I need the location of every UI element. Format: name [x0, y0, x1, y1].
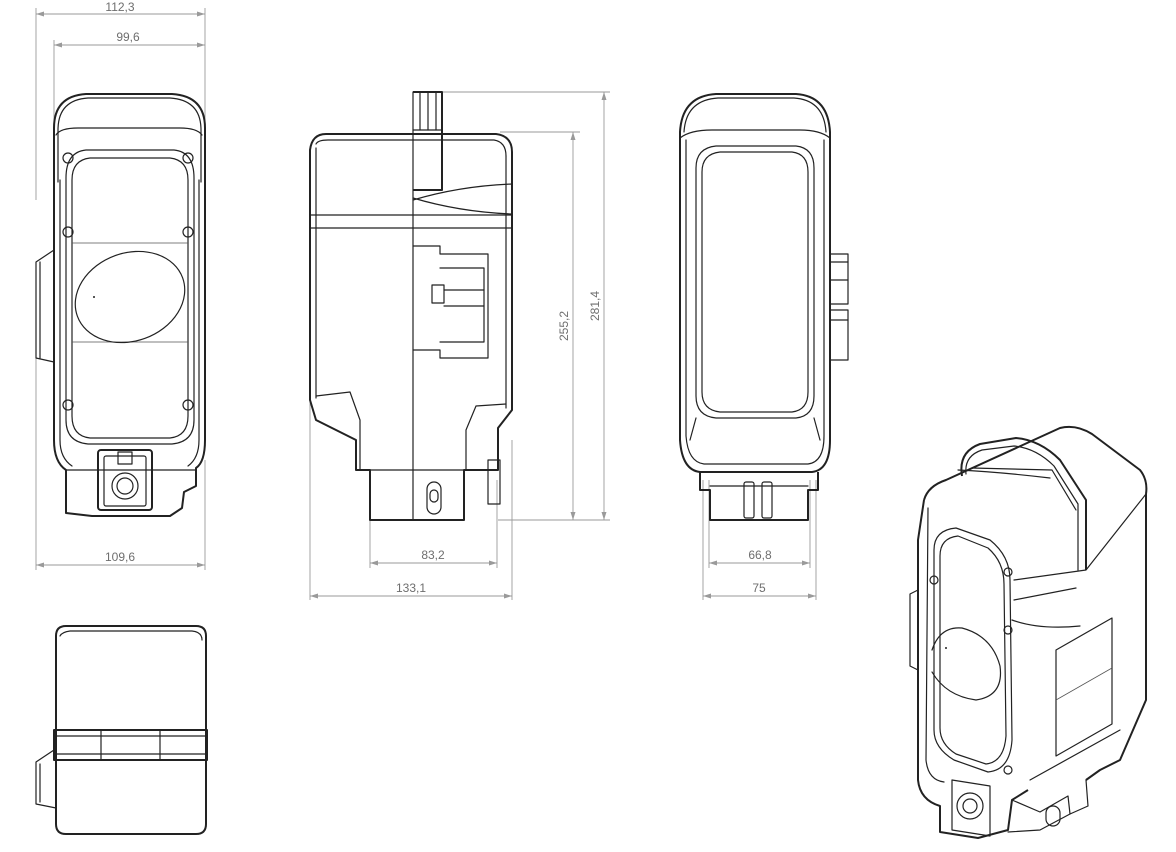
- front-dimension-base-width: 109,6: [35, 350, 206, 570]
- rear-dimension-bottom-width-label: 66,8: [748, 548, 772, 562]
- front-dimension-base-width-label: 109,6: [105, 550, 135, 564]
- side-dimension-height-overall-label: 281,4: [588, 291, 602, 321]
- side-dimension-bottom-width-label: 83,2: [421, 548, 445, 562]
- front-dimension-inner-width-label: 99,6: [116, 30, 140, 44]
- rear-dimension-overall-width: 75: [702, 480, 817, 600]
- top-view: [35, 625, 208, 835]
- side-dimension-overall-depth: 133,1: [309, 360, 513, 600]
- rear-dimension-bottom-width: 66,8: [708, 480, 811, 568]
- front-dimension-inner-width: 99,6: [53, 30, 205, 130]
- front-dimension-overall-width: 112,3: [35, 0, 206, 200]
- side-dimension-height-inner-label: 255,2: [557, 311, 571, 341]
- rear-dimension-overall-width-label: 75: [752, 581, 766, 595]
- side-dimension-bottom-width: 83,2: [369, 480, 498, 568]
- side-dimension-overall-depth-label: 133,1: [396, 581, 426, 595]
- isometric-view: [909, 425, 1148, 839]
- front-dimension-overall-width-label: 112,3: [105, 0, 134, 14]
- side-dimension-height-inner: 255,2: [498, 131, 580, 521]
- side-view: 255,2 281,4 83,2 133,1: [309, 91, 610, 600]
- side-dimension-height-overall: 281,4: [440, 91, 610, 521]
- rear-view: 66,8 75: [679, 93, 849, 600]
- front-view: 112,3 99,6 109,6: [35, 0, 206, 570]
